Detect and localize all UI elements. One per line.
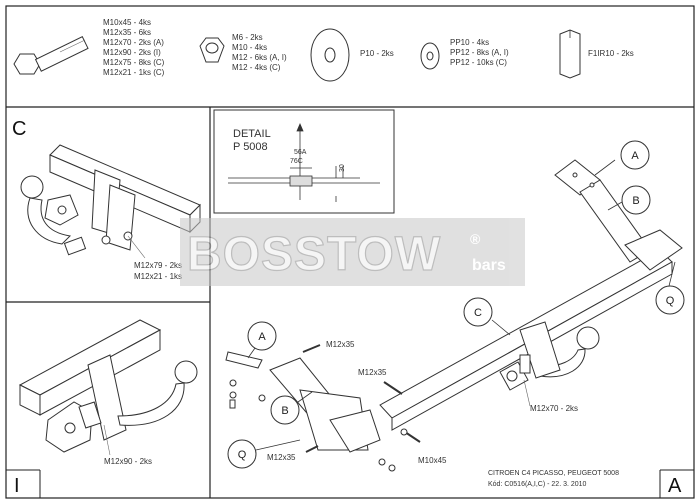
- callout-c-main: C: [463, 297, 511, 336]
- svg-text:M12x21 - 1ks: M12x21 - 1ks: [134, 272, 182, 281]
- callout-b-left: B: [270, 391, 313, 425]
- svg-text:M10x45 - 4ks: M10x45 - 4ks: [103, 18, 151, 27]
- svg-text:C: C: [474, 307, 482, 319]
- bolt-label-m12x35-bottom: M12x35: [267, 453, 296, 462]
- spacer-part: [559, 29, 581, 79]
- spacer-spec: F1IR10 - 2ks: [588, 49, 634, 58]
- callout-q-left: Q: [227, 439, 301, 469]
- callout-q-right: Q: [655, 261, 685, 315]
- svg-text:M12x75 - 8ks (C): M12x75 - 8ks (C): [103, 58, 165, 67]
- svg-text:M12 - 4ks (C): M12 - 4ks (C): [232, 63, 281, 72]
- large-washer-part: [310, 28, 350, 82]
- svg-text:M12x21 - 1ks (C): M12x21 - 1ks (C): [103, 68, 165, 77]
- watermark-suffix: bars: [472, 257, 506, 274]
- bolt-spec-list: M10x45 - 4ks M12x35 - 6ks M12x70 - 2ks (…: [103, 18, 165, 77]
- panel-i-hitch-drawing: [18, 319, 198, 456]
- nut-part: [199, 37, 225, 63]
- svg-text:Q: Q: [238, 449, 247, 461]
- svg-text:M6 - 2ks: M6 - 2ks: [232, 33, 263, 42]
- detail-dimension-drawing: [228, 122, 380, 202]
- watermark-registered: ®: [470, 231, 481, 247]
- svg-text:M12 - 6ks (A, I): M12 - 6ks (A, I): [232, 53, 287, 62]
- callout-a-top: A: [594, 140, 650, 176]
- callout-b-top: B: [607, 185, 651, 215]
- bolt-label-m12x35-right: M12x35: [358, 368, 387, 377]
- svg-text:M12x70 - 2ks (A): M12x70 - 2ks (A): [103, 38, 164, 47]
- bolt-label-m12x70: M12x70 - 2ks: [530, 404, 578, 413]
- detail-dimension-b: 76C: [290, 158, 303, 165]
- small-washer-part: [420, 42, 440, 70]
- detail-box: [213, 109, 395, 214]
- detail-title: DETAIL: [233, 128, 271, 140]
- panel-i-label: I: [14, 475, 20, 497]
- detail-dimension-c: 30: [339, 164, 346, 172]
- panel-i-bolt-spec: M12x90 - 2ks: [104, 457, 152, 466]
- bosstow-watermark: BOSSTOW ® bars: [180, 218, 525, 286]
- detail-code: P 5008: [233, 141, 268, 153]
- large-washer-spec: P10 - 2ks: [360, 49, 394, 58]
- part-code: Kód: C0516(A,I,C) - 22. 3. 2010: [488, 481, 587, 488]
- svg-text:M12x90 - 2ks (I): M12x90 - 2ks (I): [103, 48, 161, 57]
- svg-text:B: B: [632, 195, 639, 207]
- svg-text:Q: Q: [666, 295, 675, 307]
- nut-spec-list: M6 - 2ks M10 - 4ks M12 - 6ks (A, I) M12 …: [232, 33, 287, 72]
- panel-a-label: A: [668, 475, 682, 497]
- detail-dimension-a: 56A: [294, 149, 307, 156]
- svg-text:M10 - 4ks: M10 - 4ks: [232, 43, 267, 52]
- panel-c-label: C: [12, 118, 26, 140]
- svg-text:M12x35 - 6ks: M12x35 - 6ks: [103, 28, 151, 37]
- watermark-brand: BOSSTOW: [187, 228, 441, 281]
- bolt-part: [13, 36, 89, 75]
- m12x70-leader: [523, 379, 531, 407]
- svg-text:PP10 - 4ks: PP10 - 4ks: [450, 38, 489, 47]
- main-towbar-drawing: [225, 159, 683, 472]
- svg-text:PP12 - 10ks (C): PP12 - 10ks (C): [450, 58, 507, 67]
- bolt-label-m10x45: M10x45: [418, 456, 447, 465]
- small-washer-spec-list: PP10 - 4ks PP12 - 8ks (A, I) PP12 - 10ks…: [450, 38, 509, 67]
- panel-c-bolt-specs: M12x79 - 2ks M12x21 - 1ks: [134, 261, 182, 281]
- vehicle-model: CITROEN C4 PICASSO, PEUGEOT 5008: [488, 470, 619, 477]
- bolt-label-m12x35-left: M12x35: [326, 340, 355, 349]
- svg-text:A: A: [631, 150, 639, 162]
- svg-text:B: B: [281, 405, 288, 417]
- svg-text:M12x79 - 2ks: M12x79 - 2ks: [134, 261, 182, 270]
- svg-text:A: A: [258, 331, 266, 343]
- callout-a-left: A: [247, 321, 277, 359]
- svg-text:PP12 - 8ks (A, I): PP12 - 8ks (A, I): [450, 48, 509, 57]
